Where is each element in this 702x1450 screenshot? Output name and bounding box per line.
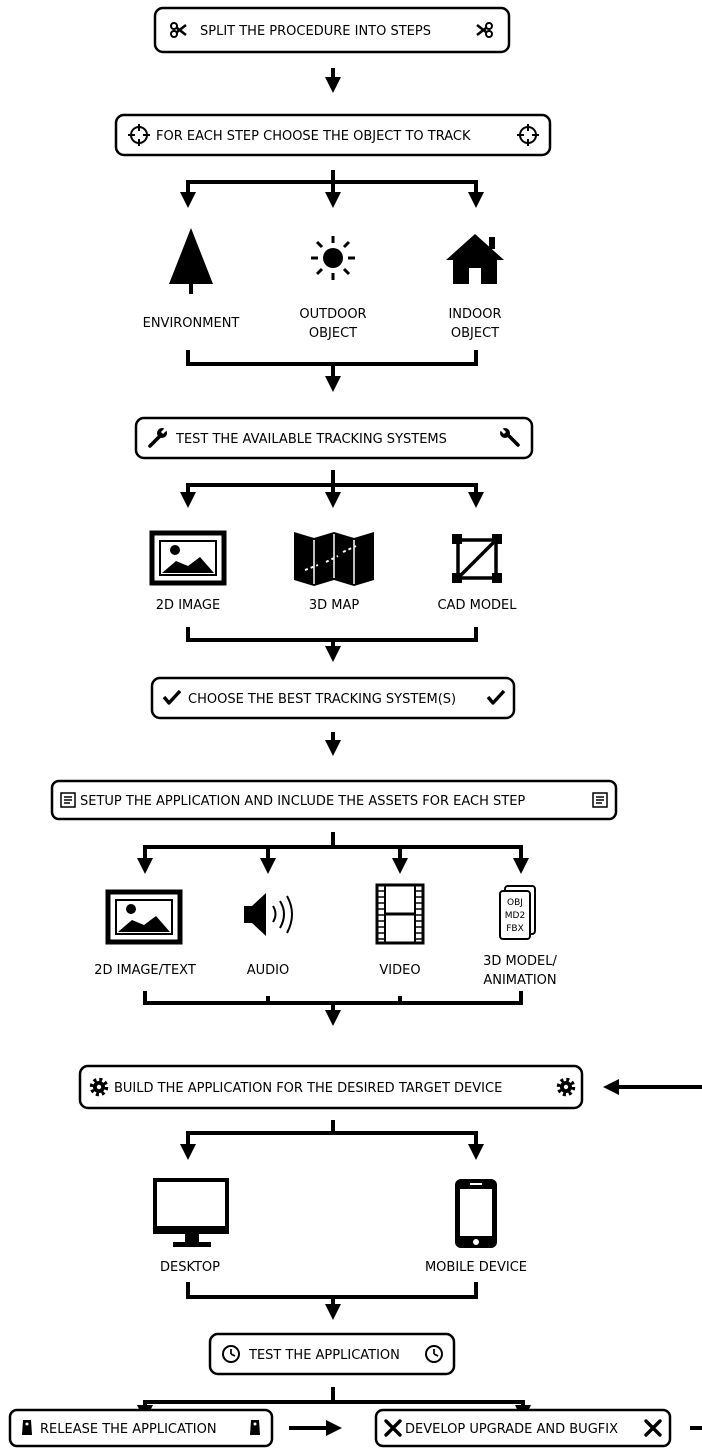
map3d-label: 3D MAP xyxy=(309,598,360,613)
step-choose-best-label: CHOOSE THE BEST TRACKING SYSTEM(S) xyxy=(188,692,456,707)
desktop-label: DESKTOP xyxy=(160,1260,220,1275)
step-test-tracking-box xyxy=(134,416,534,460)
step-release-box xyxy=(8,1408,274,1448)
clock-icon xyxy=(222,1345,240,1363)
format-fbx: FBX xyxy=(506,924,524,934)
image-icon xyxy=(105,889,183,945)
monitor-icon xyxy=(153,1178,229,1247)
speaker-icon xyxy=(244,893,293,936)
outdoor-label-line1: OUTDOOR xyxy=(299,307,366,322)
step-release-label: RELEASE THE APPLICATION xyxy=(40,1422,217,1437)
outdoor-label-line2: OBJECT xyxy=(309,326,357,341)
step-split-label: SPLIT THE PROCEDURE INTO STEPS xyxy=(200,24,431,39)
video-label: VIDEO xyxy=(379,963,420,978)
image-text-label: 2D IMAGE/TEXT xyxy=(94,963,196,978)
environment-label: ENVIRONMENT xyxy=(143,316,240,331)
step-test-app-label: TEST THE APPLICATION xyxy=(248,1348,400,1363)
audio-label: AUDIO xyxy=(247,963,290,978)
clock-icon xyxy=(425,1345,443,1363)
files-icon: OBJ MD2 FBX xyxy=(499,885,536,940)
step-split-box xyxy=(153,6,511,54)
image-icon xyxy=(149,530,227,586)
step-test-app-box xyxy=(208,1332,456,1376)
model-label-line2: ANIMATION xyxy=(483,973,556,988)
image2d-label: 2D IMAGE xyxy=(156,598,220,613)
step-choose-object-label: FOR EACH STEP CHOOSE THE OBJECT TO TRACK xyxy=(156,129,471,144)
document-icon xyxy=(592,792,608,808)
cad-icon xyxy=(452,534,502,583)
step-build-box xyxy=(78,1064,584,1110)
step-setup-label: SETUP THE APPLICATION AND INCLUDE THE AS… xyxy=(80,794,525,809)
sun-icon xyxy=(311,236,355,280)
indoor-label-line2: OBJECT xyxy=(451,326,499,341)
house-icon xyxy=(446,234,504,284)
step-test-tracking-label: TEST THE AVAILABLE TRACKING SYSTEMS xyxy=(175,432,447,447)
format-md2: MD2 xyxy=(505,911,525,921)
step-build-label: BUILD THE APPLICATION FOR THE DESIRED TA… xyxy=(114,1081,502,1096)
map-icon xyxy=(294,532,374,586)
film-icon xyxy=(375,883,425,945)
step-setup-box xyxy=(50,779,618,821)
step-choose-object-box xyxy=(114,113,552,157)
tree-icon xyxy=(169,228,213,294)
step-choose-best-box xyxy=(150,676,516,720)
document-icon xyxy=(60,792,76,808)
cad-label: CAD MODEL xyxy=(437,598,517,613)
format-obj: OBJ xyxy=(507,898,523,908)
tag-icon xyxy=(22,1420,32,1435)
phone-icon xyxy=(455,1179,497,1248)
model-label-line1: 3D MODEL/ xyxy=(483,954,557,969)
step-develop-box xyxy=(374,1408,672,1448)
step-develop-label: DEVELOP UPGRADE AND BUGFIX xyxy=(405,1422,618,1437)
tag-icon xyxy=(250,1420,260,1435)
mobile-label: MOBILE DEVICE xyxy=(425,1260,527,1275)
indoor-label-line1: INDOOR xyxy=(448,307,501,322)
